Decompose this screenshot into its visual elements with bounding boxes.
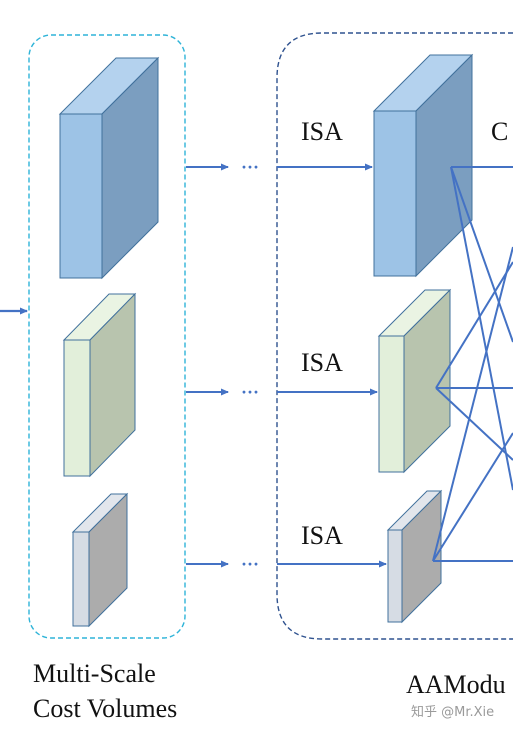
- multi-scale-caption-line1: Multi-Scale: [33, 659, 156, 688]
- aamodule-volume-small: [386, 489, 443, 624]
- aamodule-volume-medium: [377, 288, 452, 474]
- cost-volume-small: [71, 492, 129, 628]
- ellipsis-top: ···: [241, 157, 259, 177]
- cost-volume-large: [58, 56, 160, 280]
- ellipsis-mid: ···: [241, 382, 259, 402]
- aamodule-volume-large: [372, 53, 474, 278]
- isa-label-bot: ISA: [301, 521, 343, 550]
- cut-off-label-top-right: C: [491, 117, 508, 146]
- aamodule-caption: AAModu: [406, 670, 506, 699]
- cross-scale-connections: [432, 166, 513, 562]
- watermark: 知乎 @Mr.Xie: [411, 704, 494, 720]
- isa-label-top: ISA: [301, 117, 343, 146]
- isa-label-mid: ISA: [301, 348, 343, 377]
- ellipsis-bot: ···: [241, 554, 259, 574]
- aamodule-group-box: [276, 32, 513, 640]
- multi-scale-group-box: [28, 34, 186, 639]
- cost-volume-medium: [62, 292, 137, 478]
- multi-scale-caption-line2: Cost Volumes: [33, 694, 177, 723]
